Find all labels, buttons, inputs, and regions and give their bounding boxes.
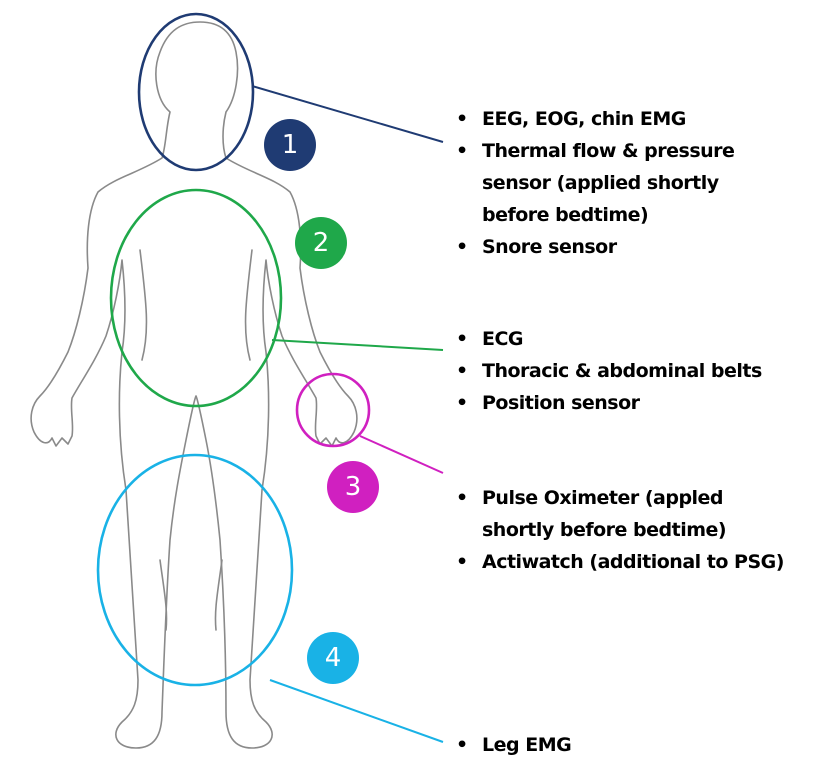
sensor-item: Thermal flow & pressure sensor (applied … [454, 135, 772, 231]
sensor-item: EEG, EOG, chin EMG [454, 103, 794, 135]
sensor-list-head: EEG, EOG, chin EMG Thermal flow & pressu… [454, 103, 794, 263]
zone-4-ring [98, 455, 292, 685]
zone-3-number: 3 [345, 472, 362, 502]
zone-legs: 4 [98, 455, 443, 742]
knee-line-right [215, 560, 222, 630]
sensor-item: ECG [454, 323, 804, 355]
zone-3-connector [360, 436, 443, 473]
sensor-list-legs: Leg EMG [454, 729, 794, 761]
sensor-item: Thoracic & abdominal belts [454, 355, 804, 387]
torso-inner-line-left [140, 250, 146, 360]
zone-4-connector [270, 680, 443, 742]
zone-2-connector [272, 340, 443, 350]
zone-1-ring [139, 14, 253, 170]
sensor-list-wrist: Pulse Oximeter (appled shortly before be… [454, 482, 804, 578]
sensor-item: Actiwatch (additional to PSG) [454, 546, 804, 578]
sensor-list-torso: ECG Thoracic & abdominal belts Position … [454, 323, 804, 419]
sensor-item: Leg EMG [454, 729, 794, 761]
zone-1-number: 1 [282, 130, 299, 160]
zone-2-number: 2 [313, 228, 330, 258]
zone-head: 1 [139, 14, 443, 171]
zone-torso: 2 [111, 190, 443, 406]
sensor-item: Pulse Oximeter (appled shortly before be… [454, 482, 772, 546]
zone-3-ring [297, 374, 369, 446]
zone-2-ring [111, 190, 281, 406]
torso-inner-line-right [246, 250, 252, 360]
sensor-item: Snore sensor [454, 231, 794, 263]
zone-4-number: 4 [325, 643, 342, 673]
sensor-item: Position sensor [454, 387, 804, 419]
zone-wrist: 3 [297, 374, 443, 513]
